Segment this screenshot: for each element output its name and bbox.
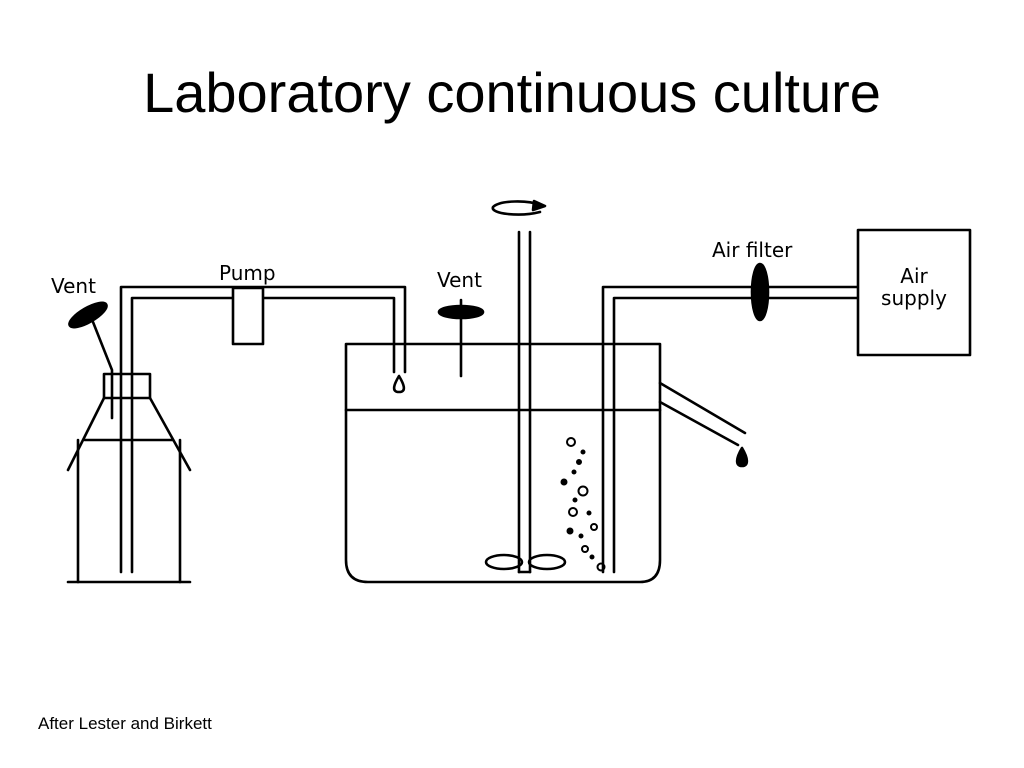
label-vent-center: Vent bbox=[437, 268, 482, 292]
feed-drop bbox=[392, 374, 406, 394]
air-filter bbox=[750, 262, 770, 322]
culture-vessel bbox=[344, 342, 662, 584]
air-supply-box bbox=[856, 228, 972, 357]
medium-reservoir-bottle bbox=[66, 372, 192, 584]
label-air-filter: Air filter bbox=[712, 238, 793, 262]
overflow-outlet bbox=[658, 381, 749, 468]
slide-title: Laboratory continuous culture bbox=[143, 61, 881, 124]
air-bubbles bbox=[560, 437, 606, 572]
air-line bbox=[601, 285, 860, 574]
rotation-arrow bbox=[491, 199, 547, 216]
label-vent-left: Vent bbox=[51, 274, 96, 298]
vent-center-filter bbox=[437, 298, 485, 378]
source-credit: After Lester and Birkett bbox=[38, 714, 212, 733]
label-air-supply-line1: Air bbox=[900, 264, 928, 288]
label-pump: Pump bbox=[219, 261, 276, 285]
pump-box bbox=[231, 286, 265, 346]
vent-left-filter bbox=[68, 301, 114, 420]
stirrer bbox=[484, 230, 567, 574]
label-air-supply-line2: supply bbox=[881, 286, 947, 310]
